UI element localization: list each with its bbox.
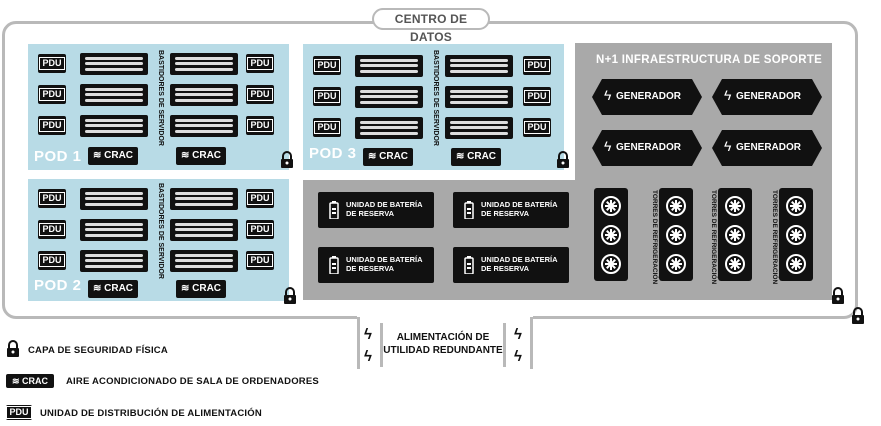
lock-icon (281, 151, 293, 168)
pdu-badge: PDU (246, 54, 274, 73)
generator: ϟ GENERADOR (712, 130, 822, 166)
legend-lock: CAPA DE SEGURIDAD FÍSICA (28, 345, 168, 356)
server-rack (80, 188, 148, 210)
pdu-badge: PDU (38, 189, 66, 208)
rack-label: BASTIDORES DE SERVIDOR (157, 183, 164, 279)
pdu-badge: PDU (313, 56, 341, 75)
crac-unit: ≋ CRAC (88, 280, 138, 298)
cooling-tower (594, 188, 628, 281)
pdu-badge: PDU (246, 116, 274, 135)
pod-1: PDU PDU PDU PDU PDU PDU BASTIDORES DE SE… (28, 44, 289, 170)
pdu-badge: PDU (38, 54, 66, 73)
battery-icon (329, 201, 339, 219)
cooling-tower (659, 188, 693, 281)
server-rack (80, 53, 148, 75)
bolt-icon: ϟ (604, 87, 612, 103)
lock-icon (852, 307, 864, 324)
generator: ϟ GENERADOR (712, 79, 822, 115)
pdu-badge: PDU (246, 189, 274, 208)
bolt-icon: ϟ (724, 138, 732, 154)
rack-label: BASTIDORES DE SERVIDOR (157, 50, 164, 146)
rack-label: BASTIDORES DE SERVIDOR (432, 50, 439, 146)
pdu-badge: PDU (246, 251, 274, 270)
pod-label: POD 3 (309, 145, 357, 162)
pdu-badge: PDU (38, 220, 66, 239)
battery-icon (464, 201, 474, 219)
generator: ϟ GENERADOR (592, 79, 702, 115)
battery-icon (329, 256, 339, 274)
power-line-left (357, 317, 360, 369)
battery-icon (464, 256, 474, 274)
crac-unit: ≋ CRAC (176, 280, 226, 298)
server-rack (170, 250, 238, 272)
bolt-icon: ϟ (364, 326, 372, 343)
pod-label: POD 2 (34, 277, 82, 294)
pdu-badge: PDU (523, 118, 551, 137)
pdu-badge: PDU (313, 118, 341, 137)
lock-icon (284, 287, 296, 304)
pod-2: PDU PDU PDU PDU PDU PDU BASTIDORES DE SE… (28, 179, 289, 301)
crac-unit: ≋ CRAC (88, 147, 138, 165)
support-title: N+1 INFRAESTRUCTURA DE SOPORTE (596, 54, 823, 66)
server-rack (355, 117, 423, 139)
pdu-badge: PDU (313, 87, 341, 106)
server-rack (445, 86, 513, 108)
lock-icon (832, 287, 844, 304)
crac-unit: ≋ CRAC (363, 148, 413, 166)
power-gap (357, 316, 533, 324)
pdu-legend-icon: PDU (6, 405, 32, 420)
generator: ϟ GENERADOR (592, 130, 702, 166)
server-rack (80, 219, 148, 241)
crac-legend-icon: ≋ CRAC (6, 374, 54, 388)
server-rack (80, 115, 148, 137)
pdu-badge: PDU (246, 220, 274, 239)
crac-unit: ≋ CRAC (176, 147, 226, 165)
bolt-icon: ϟ (514, 348, 522, 365)
bolt-icon: ϟ (724, 87, 732, 103)
datacenter-title: CENTRO DE DATOS (372, 8, 490, 44)
pdu-badge: PDU (523, 87, 551, 106)
bolt-icon: ϟ (604, 138, 612, 154)
cooling-tower (779, 188, 813, 281)
server-rack (170, 84, 238, 106)
lock-icon (557, 151, 569, 168)
server-rack (80, 84, 148, 106)
pdu-badge: PDU (523, 56, 551, 75)
pod-3: PDU PDU PDU PDU PDU PDU BASTIDORES DE SE… (303, 44, 564, 170)
server-rack (355, 55, 423, 77)
pdu-badge: PDU (246, 85, 274, 104)
pdu-badge: PDU (38, 85, 66, 104)
server-rack (170, 188, 238, 210)
power-box (380, 323, 506, 367)
tower-label: TORRES DE REFRIGERACIÓN (651, 190, 658, 285)
crac-unit: ≋ CRAC (451, 148, 501, 166)
tower-label: TORRES DE REFRIGERACIÓN (771, 190, 778, 285)
server-rack (355, 86, 423, 108)
server-rack (445, 55, 513, 77)
cooling-tower (718, 188, 752, 281)
server-rack (170, 53, 238, 75)
server-rack (80, 250, 148, 272)
pdu-badge: PDU (38, 251, 66, 270)
power-label-1: ALIMENTACIÓN DE (396, 332, 490, 343)
tower-label: TORRES DE REFRIGERACIÓN (710, 190, 717, 285)
server-rack (445, 117, 513, 139)
pod-label: POD 1 (34, 148, 82, 165)
server-rack (170, 219, 238, 241)
bolt-icon: ϟ (364, 348, 372, 365)
power-label-2: UTILIDAD REDUNDANTE (383, 345, 503, 356)
server-rack (170, 115, 238, 137)
pdu-badge: PDU (38, 116, 66, 135)
legend-crac: AIRE ACONDICIONADO DE SALA DE ORDENADORE… (66, 376, 319, 387)
bolt-icon: ϟ (514, 326, 522, 343)
legend-pdu: UNIDAD DE DISTRIBUCIÓN DE ALIMENTACIÓN (40, 408, 262, 419)
lock-icon (7, 340, 19, 357)
power-line-right (530, 317, 533, 369)
